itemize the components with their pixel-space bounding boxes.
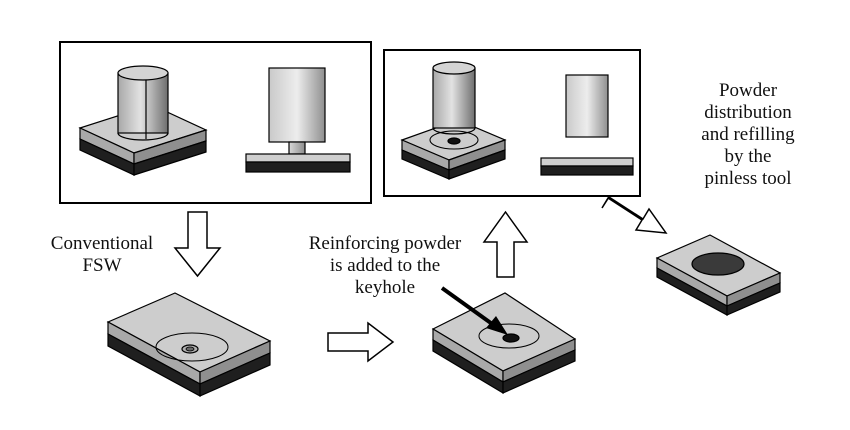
- pointer-arrow-keyhole: [440, 286, 508, 335]
- plate-refilled: [655, 234, 782, 317]
- cylinder-pinless-iso: [432, 61, 476, 135]
- tool-side-view-with-pin: [245, 67, 351, 173]
- plate-iso-pinless-tool: [400, 119, 507, 180]
- arrow-right: [327, 321, 395, 363]
- arrow-diagonal: [601, 195, 668, 234]
- plate-after-conventional-fsw: [106, 292, 272, 398]
- arrow-down: [173, 211, 222, 278]
- cylinder-tool-iso: [117, 65, 169, 141]
- label-reinforcing-powder: Reinforcing powder is added to the keyho…: [308, 233, 462, 298]
- frame-pinless-tool: [383, 49, 641, 197]
- plate-keyhole-with-powder: [431, 292, 577, 395]
- frame-conventional-tool: [59, 41, 372, 204]
- label-conventional-fsw: Conventional FSW: [50, 233, 154, 276]
- plate-iso-conventional-tool: [78, 104, 208, 176]
- arrow-up: [482, 210, 529, 278]
- pinless-tool-side-view: [540, 74, 634, 176]
- label-powder-distribution: Powder distribution and refilling by the…: [701, 80, 795, 189]
